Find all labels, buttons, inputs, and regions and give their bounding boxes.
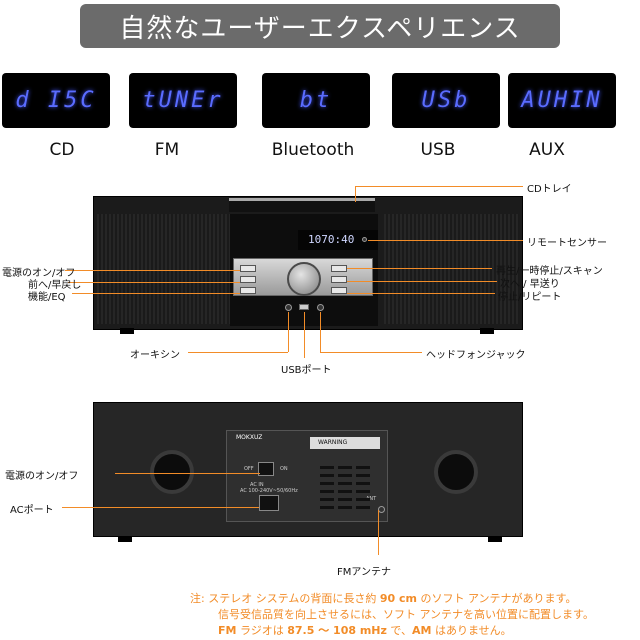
aux-in-jack xyxy=(285,304,292,311)
label-prev: 前へ/早戻し xyxy=(28,280,82,291)
lcd-bluetooth: bt xyxy=(262,73,370,128)
plate-brand: MOKXUZ xyxy=(236,434,263,441)
stop-button xyxy=(331,287,347,294)
remote-sensor xyxy=(362,237,367,242)
note-1b: 90 cm xyxy=(379,592,417,605)
headphone-jack xyxy=(317,304,324,311)
note-1a: 注: ステレオ システムの背面に長さ約 xyxy=(190,592,380,605)
right-bass-port xyxy=(434,450,478,494)
note-3d: で、 xyxy=(386,624,412,637)
lcd-text-bluetooth: bt xyxy=(299,88,333,113)
lcd-text-aux: AUHIN xyxy=(521,88,603,113)
label-cd-tray: CDトレイ xyxy=(527,184,572,195)
note-3e: AM xyxy=(411,624,432,637)
note-3f: はありません。 xyxy=(431,624,512,637)
label-aux-in: オーキシン xyxy=(130,350,180,361)
label-usb-port: USBポート xyxy=(281,365,332,376)
label-ac-port: ACポート xyxy=(10,505,54,516)
plate-rating: AC 100-240V~50/60Hz xyxy=(240,488,298,494)
mode-label-bluetooth: Bluetooth xyxy=(271,140,355,160)
function-button xyxy=(240,287,256,294)
note-line-3: FM ラジオは 87.5 ～ 108 mHz で、AM はありません。 xyxy=(218,622,512,638)
lcd-fm: tUNEr xyxy=(129,73,237,128)
back-power-switch xyxy=(258,462,274,476)
mode-label-fm: FM xyxy=(154,140,180,160)
note-line-2: 信号受信品質を向上させるには、ソフト アンテナを高い位置に配置します。 xyxy=(218,608,594,621)
left-bass-port xyxy=(150,450,194,494)
plate-ac-in: AC IN xyxy=(250,482,264,488)
label-power-back: 電源のオン/オフ xyxy=(5,471,79,482)
right-speaker-grille xyxy=(384,214,519,324)
plate-on: ON xyxy=(280,466,288,472)
warning-label: WARNING xyxy=(310,437,380,449)
title-banner: 自然なユーザーエクスペリエンス xyxy=(80,4,560,48)
plate-ant: ANT xyxy=(366,496,377,502)
prev-button xyxy=(240,276,256,283)
warning-text: WARNING xyxy=(318,439,348,446)
back-right-foot xyxy=(488,536,502,542)
lcd-aux: AUHIN xyxy=(508,73,616,128)
ac-port xyxy=(259,495,279,511)
front-right-foot xyxy=(480,328,494,334)
left-speaker-grille xyxy=(97,214,232,324)
volume-knob xyxy=(287,262,321,296)
label-headphone: ヘッドフォンジャック xyxy=(426,350,526,361)
front-left-foot xyxy=(120,328,134,334)
front-display-text: 1070:40 xyxy=(308,233,355,246)
note-line-1: 注: ステレオ システムの背面に長さ約 90 cm のソフト アンテナがあります… xyxy=(190,590,576,606)
label-fm-antenna: FMアンテナ xyxy=(337,567,391,578)
mode-label-aux: AUX xyxy=(529,140,565,160)
lcd-text-fm: tUNEr xyxy=(142,88,224,113)
label-function: 機能/EQ xyxy=(28,292,66,303)
note-3a: FM xyxy=(218,624,237,637)
lcd-text-cd: d I5C xyxy=(15,88,97,113)
label-power-front: 電源のオン/オフ xyxy=(2,268,76,279)
antenna-jack xyxy=(378,506,385,513)
lcd-usb: USb xyxy=(392,73,500,128)
note-3c: 87.5 ～ 108 mHz xyxy=(287,624,387,637)
next-button xyxy=(331,276,347,283)
plate-off: OFF xyxy=(244,466,254,472)
mode-label-cd: CD xyxy=(49,140,75,160)
cd-tray xyxy=(229,198,375,212)
label-remote-sensor: リモートセンサー xyxy=(527,238,607,249)
label-stop: 停止/リピート xyxy=(498,292,562,303)
mode-label-usb: USB xyxy=(420,140,456,160)
back-left-foot xyxy=(118,536,132,542)
power-button xyxy=(240,265,256,272)
note-1c: のソフト アンテナがあります。 xyxy=(417,592,577,605)
note-3b: ラジオは xyxy=(236,624,288,637)
label-next: 次へ / 早送り xyxy=(500,279,560,290)
lcd-cd: d I5C xyxy=(2,73,110,128)
label-play-pause: 再生/一時停止/スキャン xyxy=(496,266,603,277)
usb-port xyxy=(299,304,309,310)
page-title: 自然なユーザーエクスペリエンス xyxy=(119,13,521,44)
lcd-text-usb: USb xyxy=(421,88,471,113)
front-display: 1070:40 xyxy=(298,230,378,250)
play-pause-button xyxy=(331,265,347,272)
